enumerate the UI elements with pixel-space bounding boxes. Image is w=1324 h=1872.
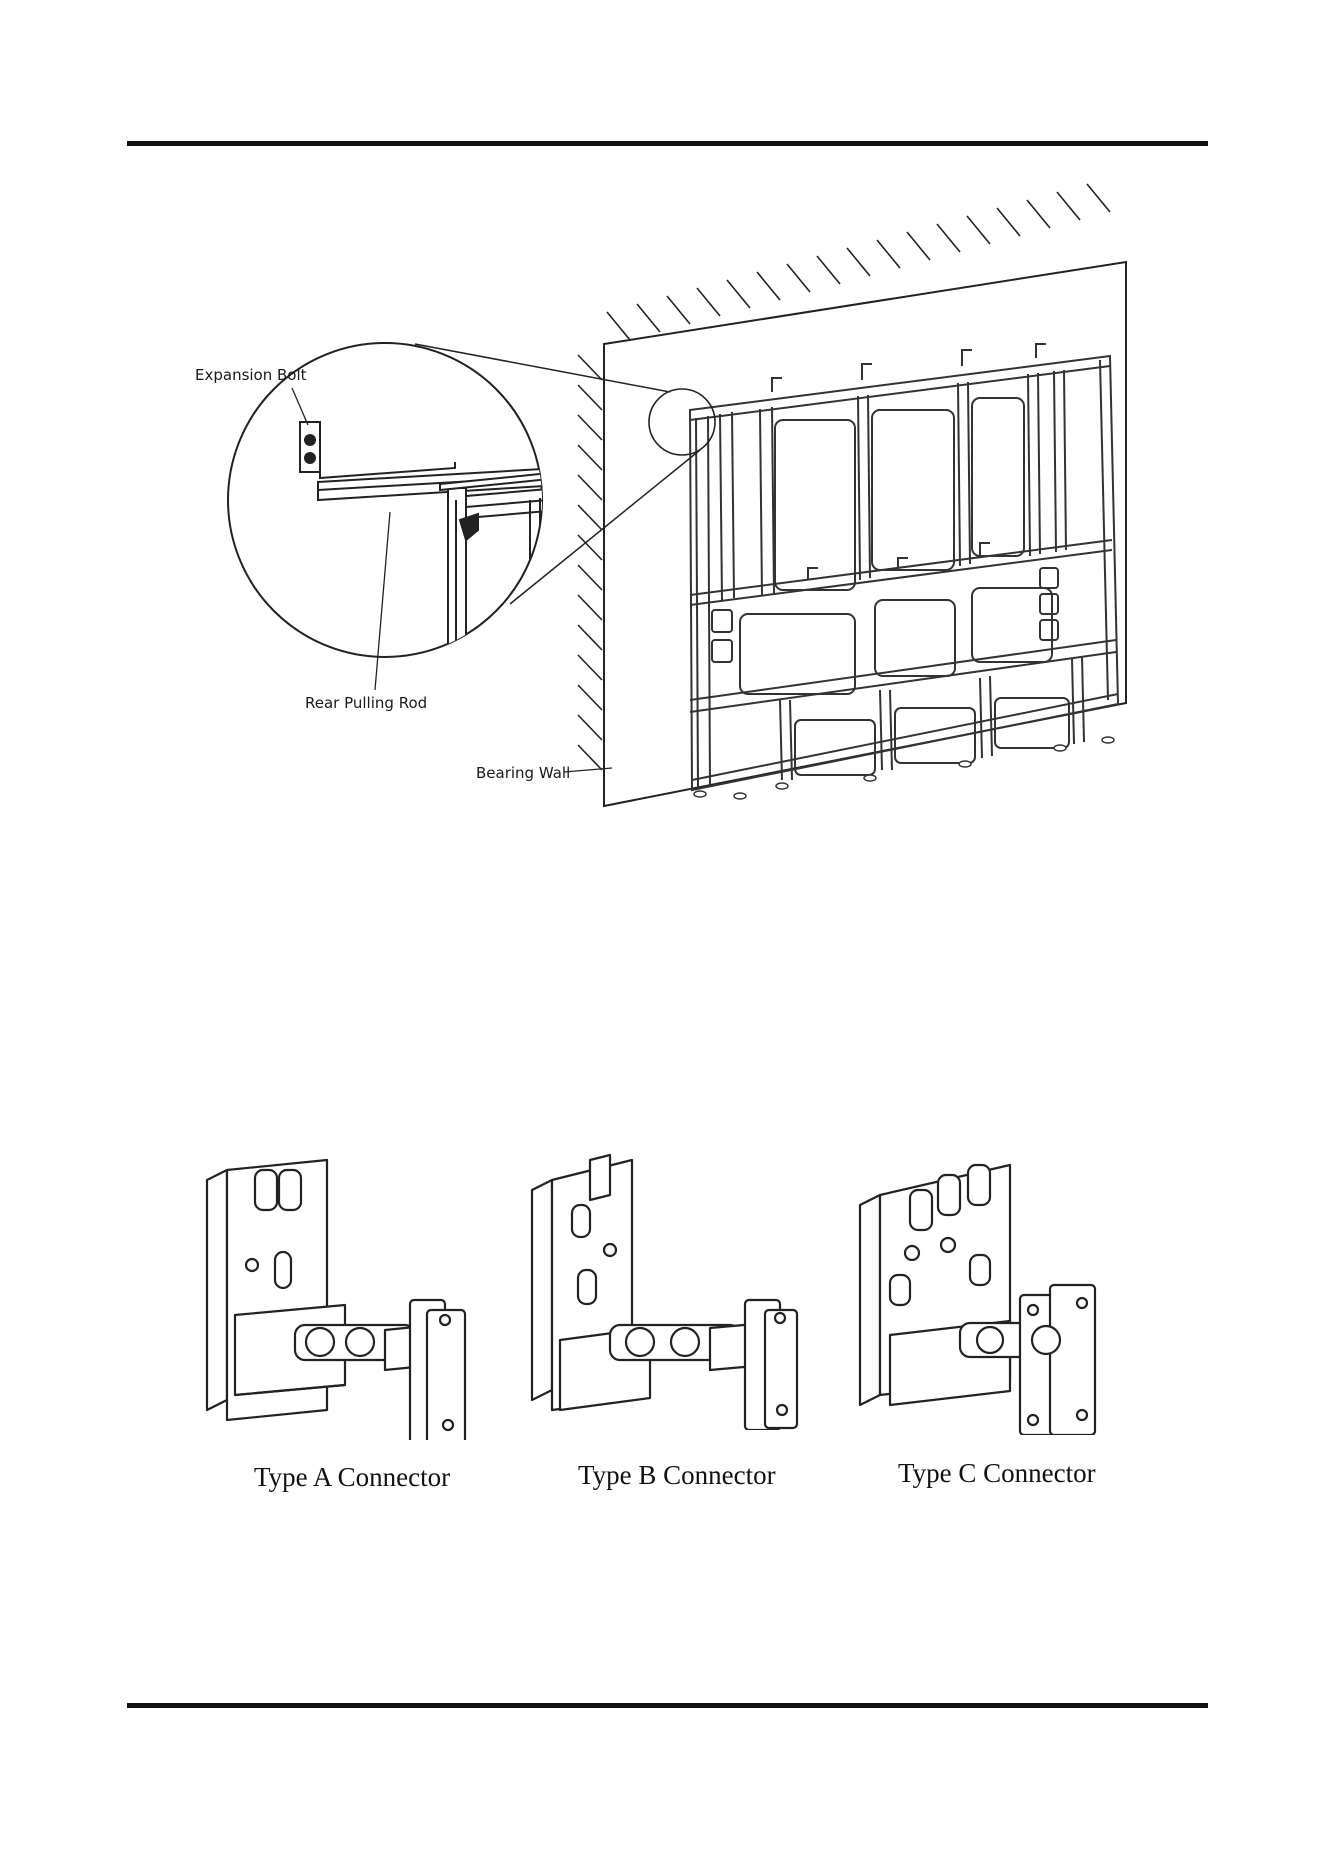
connector-c-drawing bbox=[850, 1135, 1150, 1435]
callout-rear-pulling-rod: Rear Pulling Rod bbox=[305, 694, 427, 712]
callout-bearing-wall: Bearing Wall bbox=[476, 764, 570, 782]
callout-expansion-bolt: Expansion Bolt bbox=[195, 366, 307, 384]
connector-b-drawing bbox=[520, 1130, 830, 1430]
bearing-wall-plane bbox=[604, 262, 1126, 806]
footer-rule bbox=[127, 1703, 1208, 1708]
caption-type-c-connector: Type C Connector bbox=[898, 1458, 1096, 1489]
installation-diagram: Expansion Bolt Rear Pulling Rod Bearing … bbox=[0, 0, 1324, 860]
caption-type-b-connector: Type B Connector bbox=[578, 1460, 776, 1491]
caption-type-a-connector: Type A Connector bbox=[254, 1462, 450, 1493]
wall-hatching bbox=[578, 355, 602, 770]
connector-a-drawing bbox=[195, 1140, 515, 1440]
